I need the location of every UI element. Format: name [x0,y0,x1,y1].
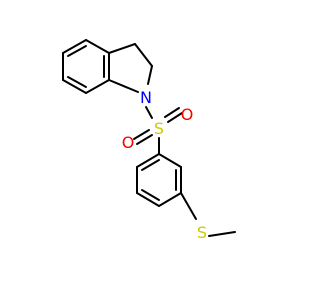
atom-n: N [140,88,152,107]
double-bond [164,107,180,118]
bond [62,39,87,54]
bond [158,192,182,207]
bond [108,43,136,54]
bond [134,43,153,67]
bond [108,79,139,93]
bond [147,65,153,85]
bond [62,79,87,94]
double-bond-inner [67,45,87,57]
double-bond [136,134,153,145]
double-bond-inner [67,76,87,88]
double-bond [167,112,183,123]
bond [136,192,160,207]
bonds [62,39,236,237]
bond [180,192,197,220]
bond [136,153,160,168]
atom-labels: N S O O S [122,88,207,242]
atom-o-right: O [181,105,194,124]
bond [85,39,110,54]
double-bond-inner [141,159,160,171]
molecule-diagram: N S O O S [62,39,236,242]
atom-s-sulfonyl: S [154,119,164,138]
bond [208,231,236,237]
bond [145,106,153,119]
bond [158,153,182,168]
double-bond [133,129,150,140]
atom-o-left: O [122,133,135,152]
double-bond-inner [141,189,160,201]
atom-s-methyl: S [197,223,207,242]
bond [85,79,110,94]
